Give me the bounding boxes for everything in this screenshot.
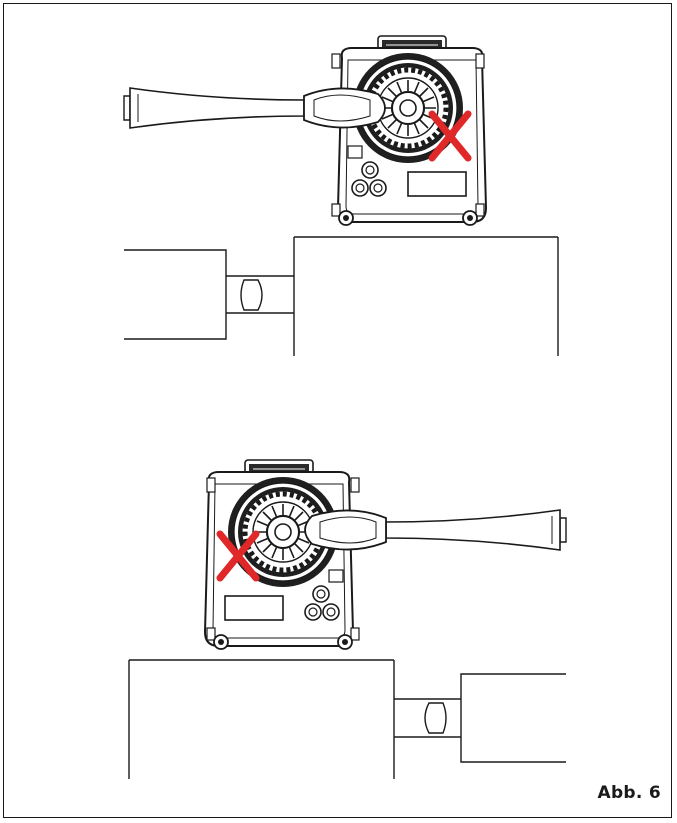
figure-caption: Abb. 6	[597, 783, 661, 803]
gate-post-top	[293, 236, 559, 356]
lever-arm-top-shape	[123, 87, 386, 129]
gate-post-bottom	[128, 659, 395, 779]
figure-frame	[3, 3, 672, 818]
hinge-bottom	[394, 698, 461, 738]
gate-leaf-bottom	[460, 673, 566, 763]
hinge-top	[226, 275, 294, 314]
bottom-panel	[128, 460, 567, 779]
top-panel	[123, 36, 559, 356]
motor-unit-top	[332, 36, 486, 225]
lever-arm-bottom-shape	[304, 509, 567, 551]
motor-unit-bottom	[205, 460, 359, 649]
gate-leaf-top	[124, 249, 227, 340]
